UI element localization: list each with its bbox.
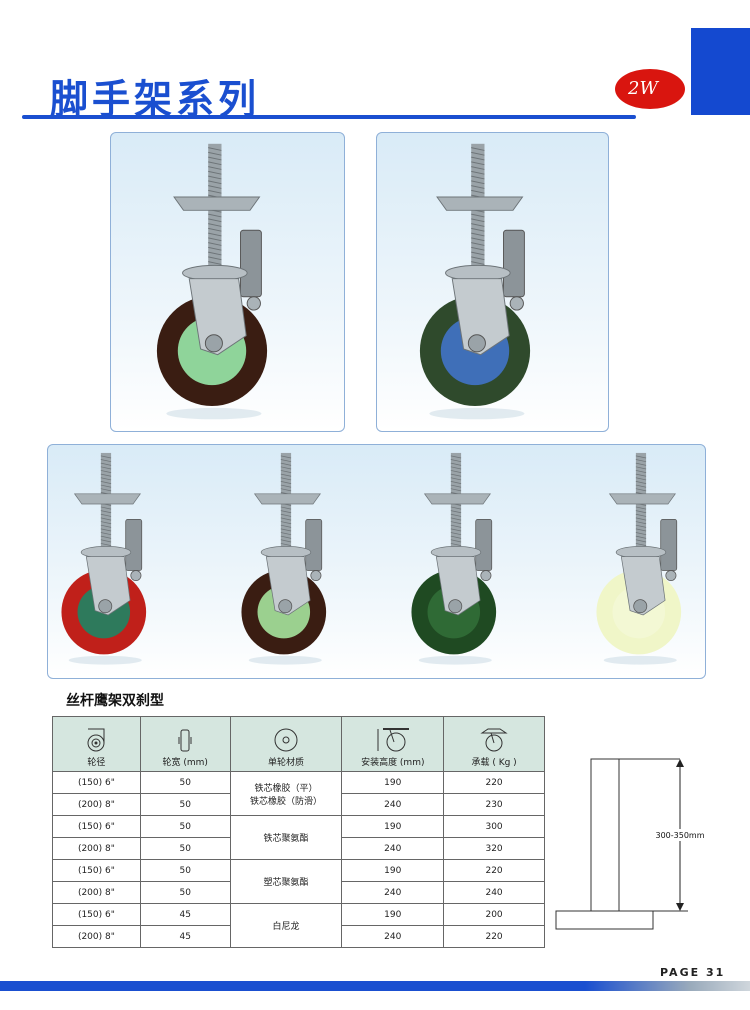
header-material: 单轮材质 — [229, 716, 343, 772]
cell-diameter: (150) 6" — [52, 815, 141, 838]
cell-load: 220 — [443, 859, 545, 882]
material-label: 塑芯聚氨酯 — [263, 878, 309, 888]
brand-logo: 2W — [615, 69, 685, 109]
cell-diameter: (200) 8" — [52, 925, 141, 948]
cell-load: 240 — [443, 881, 545, 904]
base-outline — [555, 910, 654, 930]
cell-mount-height: 240 — [341, 881, 445, 904]
wheel-material-icon — [274, 728, 298, 752]
cell-diameter: (150) 6" — [52, 859, 141, 882]
material-label: 铁芯橡胶（防滑） — [249, 796, 322, 807]
cell-width: 45 — [139, 903, 231, 926]
header-load: 承载 ( Kg ) — [443, 716, 545, 772]
cell-width: 50 — [139, 793, 231, 816]
page-title: 脚手架系列 — [50, 76, 261, 123]
logo-text: 2W — [627, 78, 659, 99]
page-number: PAGE 31 — [660, 966, 726, 979]
header-width: 轮宽 (mm) — [139, 716, 231, 772]
material-label: 铁芯橡胶（平） — [254, 783, 318, 794]
cell-load: 200 — [443, 903, 545, 926]
cell-width: 50 — [139, 815, 231, 838]
cell-material: 塑芯聚氨酯 — [229, 859, 343, 904]
cell-width: 45 — [139, 925, 231, 948]
mount-height-icon — [377, 728, 409, 752]
caster-product-2 — [419, 143, 531, 420]
header-diameter: 轮径 — [52, 716, 141, 772]
cell-load: 320 — [443, 837, 545, 860]
mount-height-diagram: 300-350mm — [555, 758, 705, 930]
cell-mount-height: 190 — [341, 859, 445, 882]
cell-diameter: (200) 8" — [52, 837, 141, 860]
load-capacity-icon — [480, 728, 508, 752]
section-subtitle: 丝杆鹰架双刹型 — [66, 693, 164, 709]
cell-mount-height: 240 — [341, 837, 445, 860]
cell-load: 220 — [443, 925, 545, 948]
cell-width: 50 — [139, 771, 231, 794]
cell-material: 白尼龙 — [229, 903, 343, 948]
cell-load: 300 — [443, 815, 545, 838]
wheel-diameter-icon — [87, 728, 105, 752]
cell-width: 50 — [139, 859, 231, 882]
cell-load: 220 — [443, 771, 545, 794]
header-mount-height: 安装高度 (mm) — [341, 716, 445, 772]
wheel-width-icon — [178, 729, 192, 752]
product-panel-row — [47, 444, 706, 679]
caster-product-6 — [596, 452, 682, 665]
cell-load: 230 — [443, 793, 545, 816]
material-label: 铁芯聚氨酯 — [263, 834, 309, 844]
cell-diameter: (200) 8" — [52, 881, 141, 904]
cell-diameter: (200) 8" — [52, 793, 141, 816]
material-label: 白尼龙 — [272, 922, 300, 932]
title-underline — [22, 115, 636, 119]
cell-material: 铁芯橡胶（平） 铁芯橡胶（防滑） — [229, 771, 343, 816]
caster-product-3 — [61, 452, 147, 665]
caster-product-4 — [241, 452, 327, 665]
cell-mount-height: 190 — [341, 771, 445, 794]
cell-mount-height: 240 — [341, 793, 445, 816]
caster-product-1 — [156, 143, 268, 420]
cell-material: 铁芯聚氨酯 — [229, 815, 343, 860]
stem-outline — [590, 758, 620, 912]
dimension-label: 300-350mm — [655, 831, 704, 840]
cell-width: 50 — [139, 881, 231, 904]
footer-bar — [0, 981, 750, 991]
cell-mount-height: 190 — [341, 903, 445, 926]
corner-color-block — [691, 28, 750, 115]
spec-table: 轮径 轮宽 (mm) 单轮材质 安装高度 (mm) 承载 ( Kg ) (150… — [52, 716, 545, 948]
cell-width: 50 — [139, 837, 231, 860]
caster-product-5 — [411, 452, 497, 665]
cell-mount-height: 190 — [341, 815, 445, 838]
cell-diameter: (150) 6" — [52, 771, 141, 794]
cell-diameter: (150) 6" — [52, 903, 141, 926]
cell-mount-height: 240 — [341, 925, 445, 948]
